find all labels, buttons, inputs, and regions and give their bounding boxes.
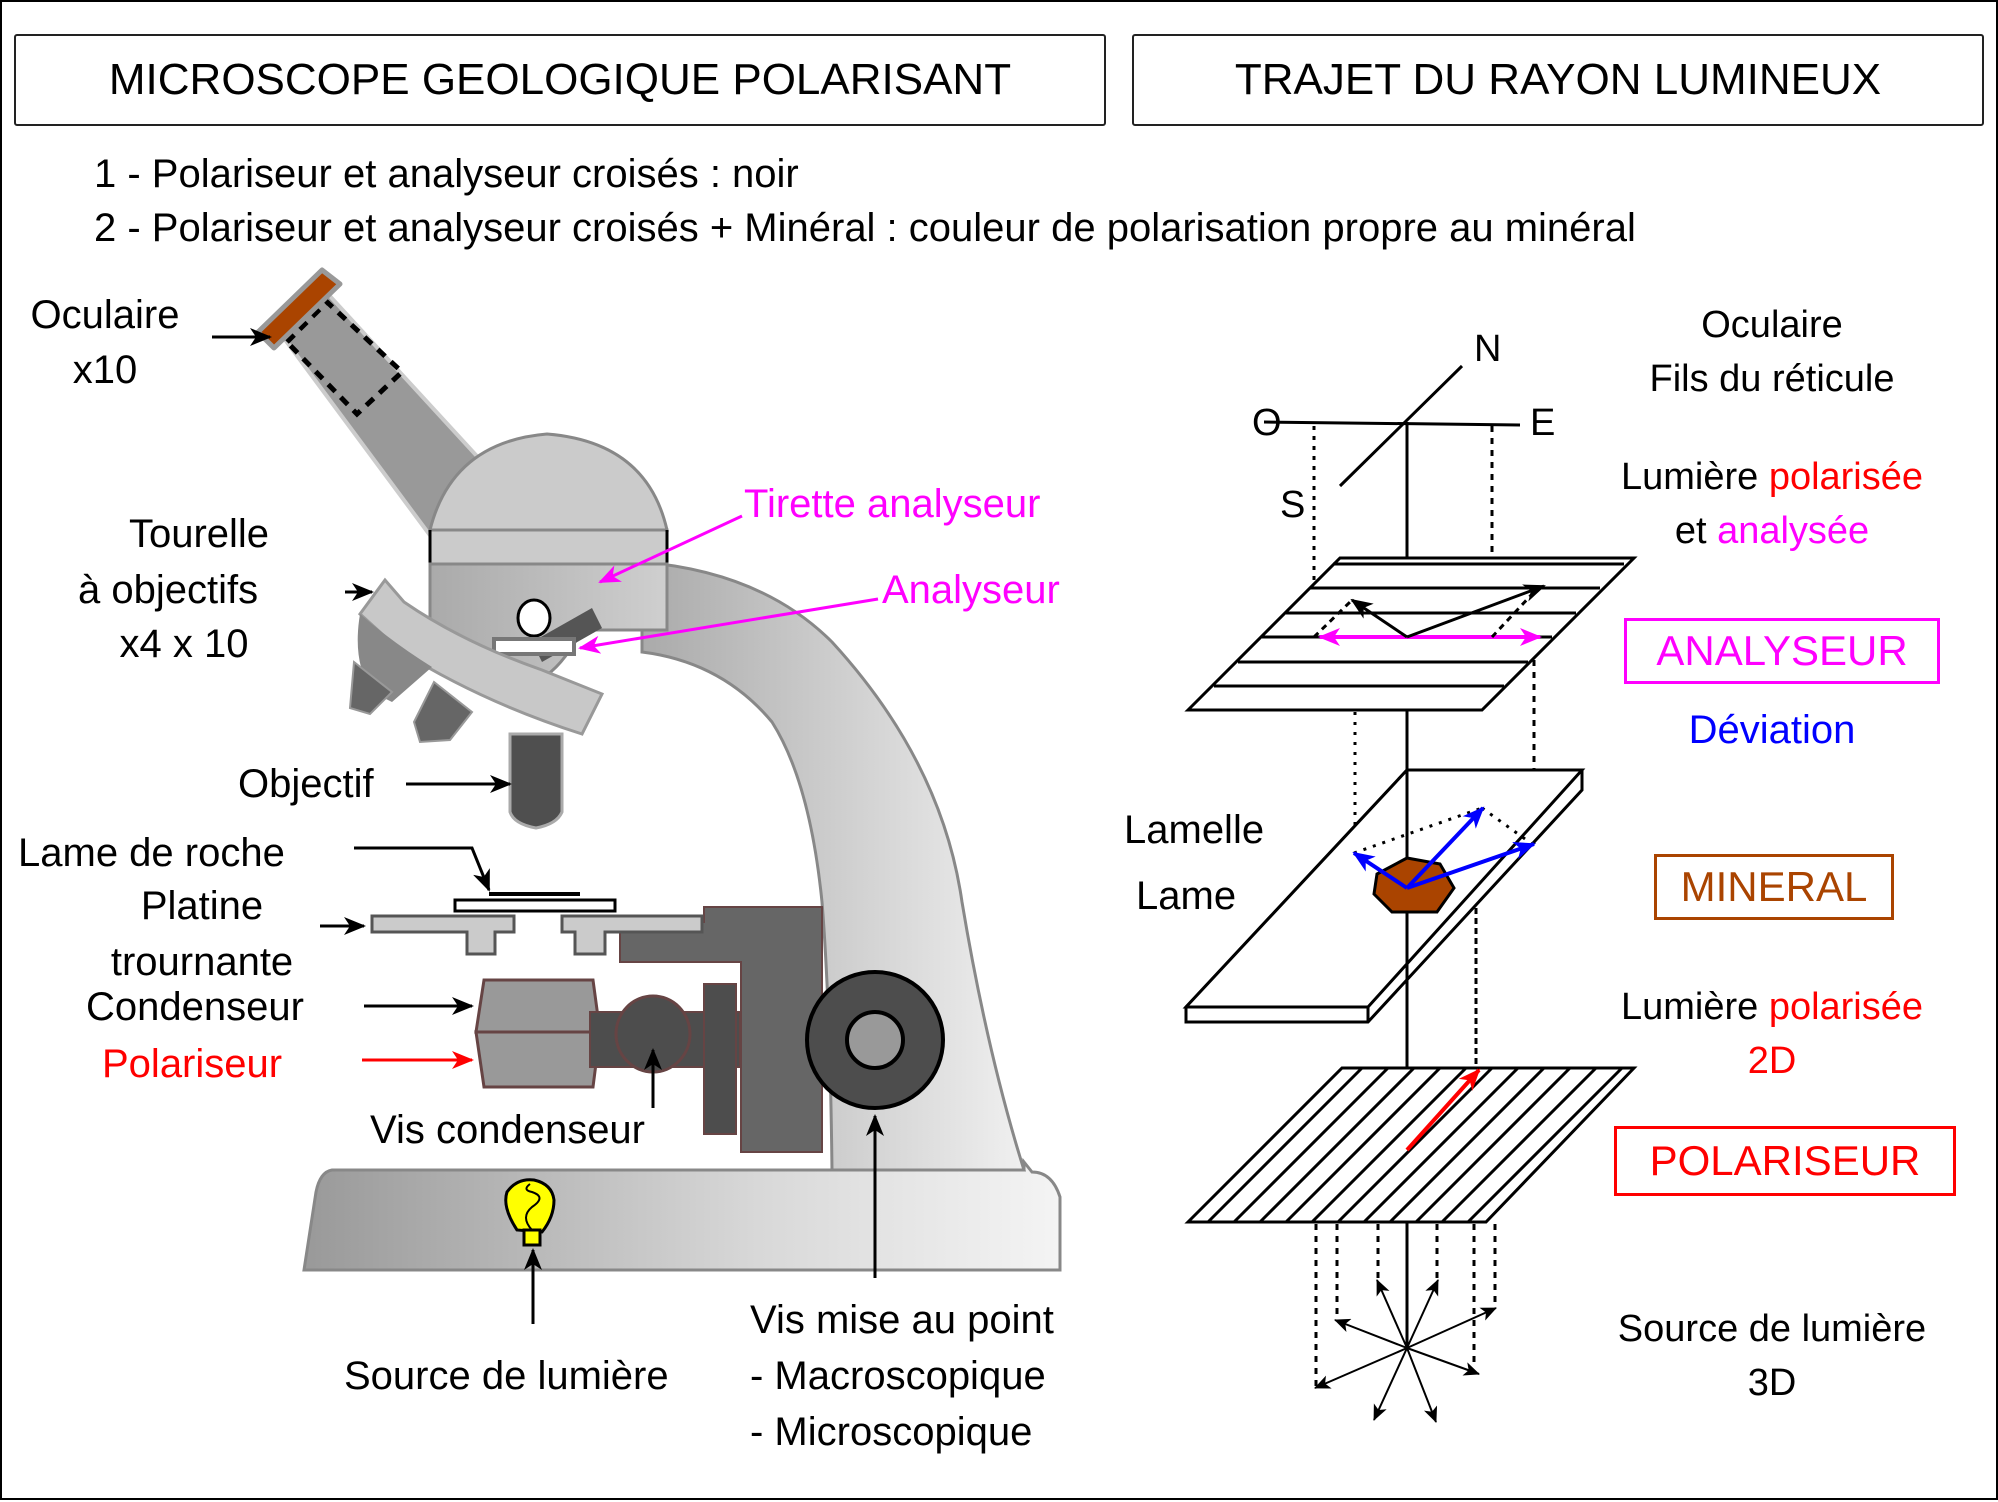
right-title: TRAJET DU RAYON LUMINEUX [1234,55,1882,104]
polariser-hatch-line [1362,1066,1520,1224]
label-source-3d-2: 3D [1747,1362,1797,1404]
analyser-slider-knob [516,598,552,638]
objective-2 [412,680,474,744]
label-source-lumiere: Source de lumière [344,1354,669,1398]
label-microscopique: - Microscopique [750,1410,1033,1454]
light-source-rays [1314,1279,1497,1423]
label-fils-reticule: Fils du réticule [1649,358,1895,400]
objective-turret [357,577,605,736]
left-title-box: MICROSCOPE GEOLOGIQUE POLARISANT [14,34,1106,126]
polariseur-box: POLARISEUR [1614,1126,1956,1196]
light-ray-arrow [1373,1347,1408,1421]
light-ray-arrow [1406,1347,1480,1376]
slide-glass [453,898,617,913]
right-title-box: TRAJET DU RAYON LUMINEUX [1132,34,1984,126]
label-tourelle-1: Tourelle [128,512,270,556]
label-vis-condenseur: Vis condenseur [370,1108,645,1152]
note-1: 1 - Polariseur et analyseur croisés : no… [94,152,799,196]
label-et-analysee: et analysée [1674,510,1870,552]
label-tirette-analyseur: Tirette analyseur [744,482,1041,526]
label-trournante: trournante [110,940,294,984]
condenser-block [474,978,602,1034]
compass-north: N [1474,328,1502,370]
polariser-hatch-line [1440,1066,1598,1224]
polariser-hatch-line [1310,1066,1468,1224]
note-2: 2 - Polariseur et analyseur croisés + Mi… [94,206,1636,250]
label-2d: 2D [1747,1040,1797,1082]
polariser-hatch-line [1206,1066,1364,1224]
light-ray-arrow [1406,1347,1438,1423]
label-lame-roche: Lame de roche [18,831,285,875]
label-analyseur: Analyseur [882,568,1060,612]
polariser-hatch-line [1336,1066,1494,1224]
label-oculaire-right: Oculaire [1701,304,1843,346]
microscope-head [428,432,669,532]
label-vis-mise-au-point: Vis mise au point [750,1298,1054,1342]
light-bulb-icon [504,1178,556,1234]
objective-1 [348,660,394,716]
stage-left [370,914,516,956]
stage-right [560,914,704,956]
left-title: MICROSCOPE GEOLOGIQUE POLARISANT [108,55,1012,104]
label-lumiere-polarisee-analysee: Lumière polarisée [1620,456,1924,498]
polariser-block [474,1030,602,1089]
label-lamelle: Lamelle [1124,808,1265,852]
objective-3 [508,732,564,830]
polariser-hatch-line [1414,1066,1572,1224]
label-tourelle-2: à objectifs [78,568,259,612]
compass-west: O [1252,402,1282,444]
label-oculaire-mag: x10 [72,348,138,392]
polariser-hatch-line [1258,1066,1416,1224]
light-ray-arrow [1376,1279,1408,1349]
polariser-hatch-line [1284,1066,1442,1224]
label-deviation: Déviation [1688,708,1856,752]
label-macroscopique: - Macroscopique [750,1354,1046,1398]
light-ray-arrow [1334,1318,1408,1349]
polariser-hatch-line [1232,1066,1390,1224]
polariser-hatch-line [1388,1066,1546,1224]
label-condenseur: Condenseur [86,985,304,1029]
label-lame: Lame [1136,874,1237,918]
mineral-box: MINERAL [1654,854,1894,920]
compass-south: S [1280,484,1306,526]
light-ray-arrow [1314,1347,1408,1389]
microscope-base [302,1157,1062,1272]
label-platine: Platine [140,884,264,928]
polariser-hatch-line [1466,1066,1624,1224]
label-tourelle-3: x4 x 10 [119,622,249,666]
light-ray-arrow [1406,1307,1497,1349]
label-oculaire: Oculaire [30,293,180,337]
stage-holder [619,906,823,1153]
label-objectif: Objectif [238,762,374,806]
compass-east: E [1530,402,1556,444]
analyseur-box: ANALYSEUR [1624,618,1940,684]
label-polariseur: Polariseur [102,1042,283,1086]
analyser-slot [492,637,576,656]
label-lumiere-polarisee-2d: Lumière polarisée [1620,986,1924,1028]
label-source-3d-1: Source de lumière [1617,1308,1927,1350]
light-ray-arrow [1406,1279,1439,1349]
